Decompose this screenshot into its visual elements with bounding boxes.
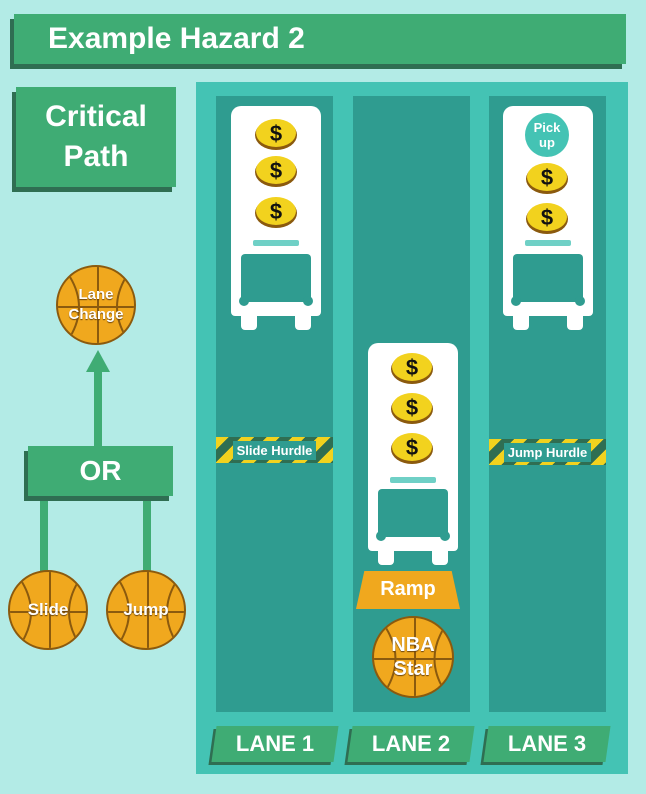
svg-text:$: $ <box>541 165 553 190</box>
jump-hurdle: Jump Hurdle <box>489 439 606 465</box>
lane-2-label: LANE 2 <box>344 726 475 765</box>
svg-text:$: $ <box>406 395 418 420</box>
dollar-coin-icon: $ <box>255 156 297 187</box>
connector-slide-to-or <box>40 496 48 576</box>
slide-node: Slide <box>8 570 88 650</box>
page-title: Example Hazard 2 <box>48 22 305 55</box>
ramp: Ramp <box>356 571 460 609</box>
lane-2-text: LANE 2 <box>371 731 451 756</box>
jump-node: Jump <box>106 570 186 650</box>
lane-1-text: LANE 1 <box>235 731 315 756</box>
critical-path-line1: Critical <box>45 100 147 133</box>
dollar-coin-icon: $ <box>391 393 433 424</box>
dollar-coin-icon: $ <box>526 203 568 234</box>
critical-path-label: Critical Path <box>16 87 176 177</box>
critical-path-line2: Path <box>63 140 129 173</box>
critical-path-banner: Critical Path <box>12 87 176 192</box>
dollar-coin-icon: $ <box>526 163 568 194</box>
or-node: OR <box>24 446 173 501</box>
dollar-coin-icon: $ <box>391 433 433 464</box>
dollar-coin-icon: $ <box>391 353 433 384</box>
jump-label: Jump <box>123 600 169 619</box>
slide-label: Slide <box>27 600 69 619</box>
arrowhead-up-icon <box>86 350 110 372</box>
dollar-coin-icon: $ <box>255 197 297 228</box>
basketball-icon <box>108 572 184 648</box>
basketball-icon <box>10 572 86 648</box>
svg-text:$: $ <box>541 205 553 230</box>
svg-text:$: $ <box>406 435 418 460</box>
svg-text:$: $ <box>406 355 418 380</box>
slide-hurdle: Slide Hurdle <box>216 437 333 463</box>
title-banner: Example Hazard 2 <box>10 14 626 69</box>
jump-hurdle-label: Jump Hurdle <box>503 442 592 462</box>
connector-jump-to-or <box>143 496 151 576</box>
or-label: OR <box>79 455 122 486</box>
basketball-icon <box>374 618 452 696</box>
svg-text:$: $ <box>270 121 282 146</box>
dollar-coin-icon: $ <box>255 119 297 150</box>
lane-3-label: LANE 3 <box>480 726 611 765</box>
slide-hurdle-label: Slide Hurdle <box>232 440 317 460</box>
svg-text:$: $ <box>270 158 282 183</box>
lane-1-label: LANE 1 <box>208 726 339 765</box>
svg-text:$: $ <box>270 199 282 224</box>
basketball-icon <box>58 267 134 343</box>
connector-or-to-lane-change <box>94 368 102 448</box>
lane-3-text: LANE 3 <box>507 731 587 756</box>
